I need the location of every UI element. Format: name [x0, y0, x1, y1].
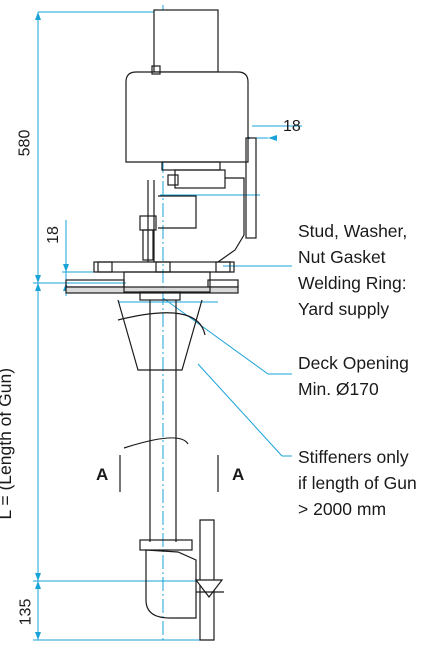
callout-stiffeners-line-2: if length of Gun: [298, 473, 417, 493]
callout-stiffeners-line-1: Stiffeners only: [298, 447, 409, 467]
callout-welding-line-2: Yard supply: [298, 299, 390, 319]
callout-deck-line-1: Deck Opening: [298, 353, 409, 373]
leader-lines: [162, 265, 292, 457]
callout-welding-line-1: Welding Ring:: [298, 273, 407, 293]
callout-stud-line-1: Stud, Washer,: [298, 221, 408, 241]
dimension-135: 135: [17, 598, 35, 626]
callout-deck-line-2: Min. Ø170: [298, 379, 379, 399]
dimension-deck-18: 18: [44, 226, 62, 244]
dimension-flange-18: 18: [283, 118, 301, 135]
dimension-gun-length: L = (Length of Gun): [0, 367, 16, 520]
dimension-580: 580: [16, 129, 34, 157]
section-mark-right: A: [232, 465, 245, 484]
callout-stud-line-2: Nut Gasket: [298, 247, 386, 267]
callout-stiffeners-line-3: > 2000 mm: [298, 499, 387, 519]
section-mark-left: A: [96, 465, 109, 484]
gun-outline: [65, 9, 257, 641]
section-lines: [119, 455, 219, 492]
